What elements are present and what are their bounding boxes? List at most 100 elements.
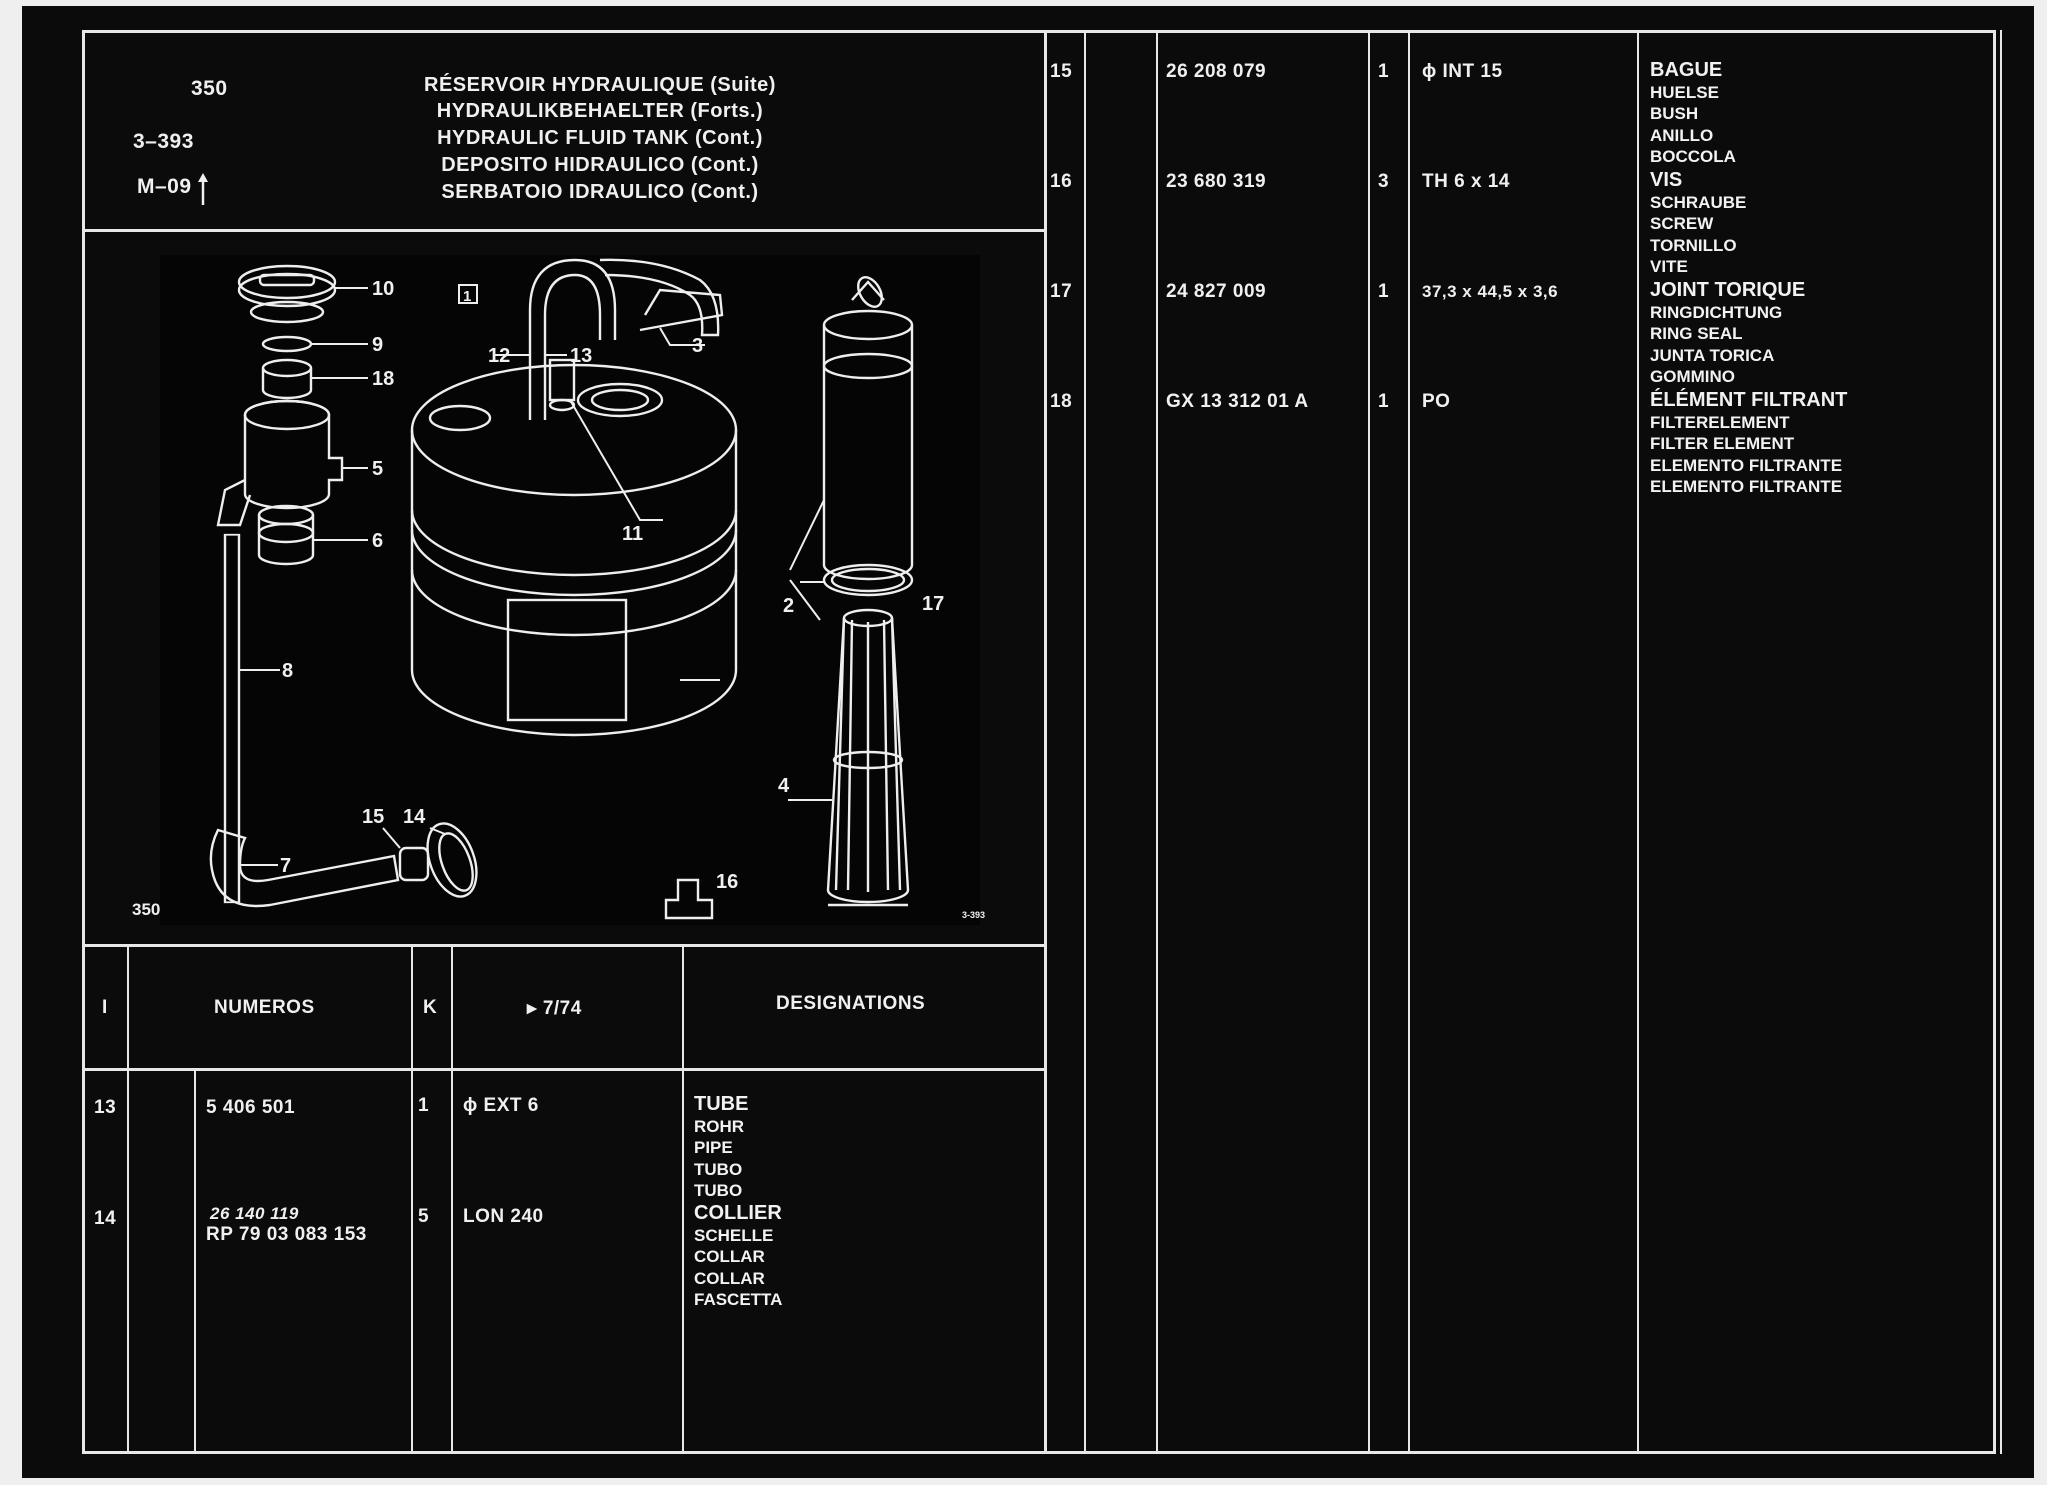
designation-en: SCREW bbox=[1650, 214, 1714, 233]
callout-3: 3 bbox=[692, 335, 703, 357]
header-divider bbox=[82, 229, 1045, 232]
col-line bbox=[1156, 30, 1158, 1454]
specification: PO bbox=[1422, 391, 1451, 412]
designation-de: HUELSE bbox=[1650, 82, 1719, 102]
designation-fr: VIS bbox=[1650, 169, 1683, 191]
exploded-parts-diagram: 10 9 18 5 6 8 7 15 14 12 13 3 11 16 2 17… bbox=[132, 255, 985, 925]
designation-it: TUBO bbox=[694, 1181, 743, 1200]
part-number: 23 680 319 bbox=[1166, 171, 1267, 192]
designation-en: COLLAR bbox=[694, 1247, 765, 1266]
column-header-designations: DESIGNATIONS bbox=[776, 993, 926, 1014]
specification: LON 240 bbox=[463, 1206, 544, 1227]
reference-code: 3–393 bbox=[133, 130, 194, 153]
callout-17: 17 bbox=[922, 593, 944, 615]
designation-es: COLLAR bbox=[694, 1268, 765, 1288]
column-header-i: I bbox=[102, 997, 108, 1018]
part-number: RP 79 03 083 153 bbox=[206, 1224, 367, 1245]
collar-part bbox=[426, 822, 478, 898]
modification-code: M–09 bbox=[137, 175, 192, 198]
elbow-part bbox=[209, 828, 400, 908]
tube-part bbox=[223, 533, 241, 904]
callout-7: 7 bbox=[280, 855, 291, 877]
callout-11: 11 bbox=[622, 523, 643, 545]
designation-it: FASCETTA bbox=[694, 1290, 783, 1309]
designation-de: SCHRAUBE bbox=[1650, 192, 1747, 212]
callout-12: 12 bbox=[488, 345, 510, 367]
designation-es: TORNILLO bbox=[1650, 235, 1737, 255]
item-number: 16 bbox=[1050, 171, 1073, 192]
frame-right-outer bbox=[2000, 30, 2002, 1454]
callout-10: 10 bbox=[372, 278, 394, 300]
designation-fr: BAGUE bbox=[1650, 59, 1723, 81]
col-line bbox=[127, 944, 129, 1454]
quantity: 3 bbox=[1378, 171, 1390, 192]
designation-de: RINGDICHTUNG bbox=[1650, 302, 1783, 322]
figure-page-label: 350 bbox=[132, 900, 160, 919]
callout-15: 15 bbox=[362, 806, 384, 828]
designation-it: ELEMENTO FILTRANTE bbox=[1650, 477, 1843, 496]
column-header-date: ▸ 7/74 bbox=[527, 998, 582, 1019]
col-line bbox=[1637, 30, 1639, 1454]
screw-part bbox=[664, 878, 714, 920]
part-number: 26 208 079 bbox=[1166, 61, 1267, 82]
specification: ϕ EXT 6 bbox=[463, 1095, 539, 1116]
designation-list: ÉLÉMENT FILTRANT FILTERELEMENT FILTER EL… bbox=[1650, 389, 1848, 498]
col-line bbox=[1044, 30, 1047, 1454]
col-line bbox=[1084, 30, 1086, 1454]
item-number: 15 bbox=[1050, 61, 1073, 82]
quantity: 1 bbox=[1378, 61, 1390, 82]
quantity: 1 bbox=[1378, 281, 1390, 302]
figure-plate bbox=[160, 255, 980, 925]
callout-9: 9 bbox=[372, 334, 383, 356]
designation-en: RING SEAL bbox=[1650, 324, 1743, 343]
col-line bbox=[451, 944, 453, 1454]
designation-list: VIS SCHRAUBE SCREW TORNILLO VITE bbox=[1650, 169, 1747, 278]
part-number-alt: 26 140 119 bbox=[210, 1204, 299, 1223]
specification: TH 6 x 14 bbox=[1422, 171, 1510, 192]
designation-fr: COLLIER bbox=[694, 1202, 782, 1224]
designation-es: ELEMENTO FILTRANTE bbox=[1650, 455, 1843, 475]
filler-cap-part bbox=[237, 264, 337, 300]
designation-list: JOINT TORIQUE RINGDICHTUNG RING SEAL JUN… bbox=[1650, 279, 1805, 388]
designation-it: BOCCOLA bbox=[1650, 147, 1736, 166]
title-fr: RÉSERVOIR HYDRAULIQUE (Suite) bbox=[424, 74, 776, 96]
callout-5: 5 bbox=[372, 458, 383, 480]
frame-right bbox=[1993, 30, 1996, 1454]
quantity: 1 bbox=[1378, 391, 1390, 412]
col-line bbox=[682, 944, 684, 1454]
callout-6: 6 bbox=[372, 530, 383, 552]
designation-en: FILTER ELEMENT bbox=[1650, 434, 1795, 453]
designation-de: SCHELLE bbox=[694, 1225, 774, 1245]
callout-16: 16 bbox=[716, 871, 738, 893]
title-de: HYDRAULIKBEHAELTER (Forts.) bbox=[436, 100, 764, 122]
quantity: 1 bbox=[418, 1095, 430, 1116]
item-number: 13 bbox=[94, 1097, 117, 1118]
column-header-k: K bbox=[423, 997, 438, 1018]
part-number: 24 827 009 bbox=[1166, 281, 1267, 302]
item-number: 14 bbox=[94, 1208, 117, 1229]
callout-18: 18 bbox=[372, 368, 394, 390]
table-header-divider bbox=[82, 1068, 1045, 1071]
ring-seal-part bbox=[822, 563, 914, 597]
figure-divider bbox=[82, 944, 1045, 947]
designation-list: TUBE ROHR PIPE TUBO TUBO bbox=[694, 1093, 748, 1202]
col-line bbox=[411, 944, 413, 1454]
item-number: 18 bbox=[1050, 391, 1073, 412]
col-line bbox=[1368, 30, 1370, 1454]
frame-bottom bbox=[82, 1451, 1995, 1454]
designation-en: BUSH bbox=[1650, 104, 1699, 123]
col-line bbox=[1408, 30, 1410, 1454]
designation-de: ROHR bbox=[694, 1116, 745, 1136]
callout-8: 8 bbox=[282, 660, 293, 682]
designation-it: VITE bbox=[1650, 257, 1688, 276]
frame-left bbox=[82, 30, 85, 1454]
frame-top bbox=[82, 30, 1995, 33]
designation-list: BAGUE HUELSE BUSH ANILLO BOCCOLA bbox=[1650, 59, 1736, 168]
specification: 37,3 x 44,5 x 3,6 bbox=[1422, 282, 1559, 301]
callout-13: 13 bbox=[570, 345, 592, 367]
designation-fr: ÉLÉMENT FILTRANT bbox=[1650, 389, 1848, 411]
designation-es: TUBO bbox=[694, 1159, 743, 1179]
designation-it: GOMMINO bbox=[1650, 367, 1735, 386]
arrow-up-icon bbox=[198, 173, 208, 205]
item-number: 17 bbox=[1050, 281, 1073, 302]
